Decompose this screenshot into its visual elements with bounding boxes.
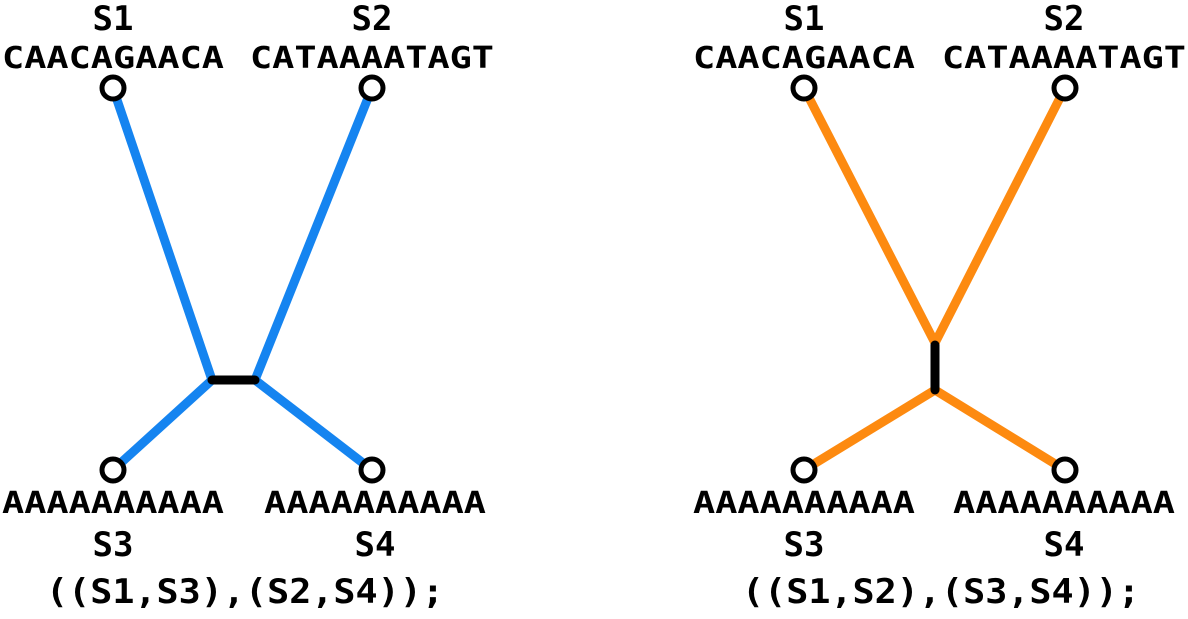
branch-s4-right (932, 386, 1068, 474)
taxon-sequence-s3: AAAAAAAAAA (2, 486, 224, 521)
leaf-node-s3 (99, 456, 127, 484)
taxon-sequence-s1: CAACAGAACA (2, 41, 224, 76)
leaf-node-s2 (358, 74, 386, 102)
branch-s3-left (109, 376, 216, 474)
taxon-sequence-s3: AAAAAAAAAA (693, 486, 915, 521)
leaf-node-s4 (1051, 456, 1079, 484)
taxon-name-s1: S1 (784, 0, 825, 39)
branch-s3-right (801, 386, 938, 474)
leaf-node-s1 (99, 74, 127, 102)
taxon-name-s3: S3 (784, 525, 825, 565)
newick-topology-right: ((S1,S2),(S3,S4)); (742, 572, 1140, 612)
taxon-sequence-s4: AAAAAAAAAA (264, 486, 486, 521)
taxon-sequence-s2: CATAAAATAGT (942, 41, 1186, 76)
branch-s1-right (799, 85, 940, 346)
tree-right: S1 CAACAGAACA S2 CATAAAATAGT AAAAAAAAAA … (693, 0, 1186, 612)
leaf-node-s3 (790, 456, 818, 484)
taxon-name-s4: S4 (1044, 525, 1085, 565)
branch-s2-left (250, 86, 377, 382)
leaf-node-s1 (790, 74, 818, 102)
leaf-node-s2 (1051, 74, 1079, 102)
branch-s2-right (930, 85, 1070, 346)
branch-s4-left (252, 376, 375, 474)
taxon-name-s2: S2 (352, 0, 393, 39)
leaf-node-s4 (358, 456, 386, 484)
taxon-sequence-s1: CAACAGAACA (693, 41, 915, 76)
taxon-sequence-s2: CATAAAATAGT (250, 41, 494, 76)
taxon-name-s4: S4 (355, 525, 396, 565)
taxon-name-s3: S3 (93, 525, 134, 565)
branch-s1-left (108, 86, 217, 382)
tree-left: S1 CAACAGAACA S2 CATAAAATAGT AAAAAAAAAA … (2, 0, 494, 612)
taxon-name-s1: S1 (93, 0, 134, 39)
taxon-name-s2: S2 (1044, 0, 1085, 39)
taxon-sequence-s4: AAAAAAAAAA (953, 486, 1175, 521)
newick-topology-left: ((S1,S3),(S2,S4)); (46, 572, 444, 612)
